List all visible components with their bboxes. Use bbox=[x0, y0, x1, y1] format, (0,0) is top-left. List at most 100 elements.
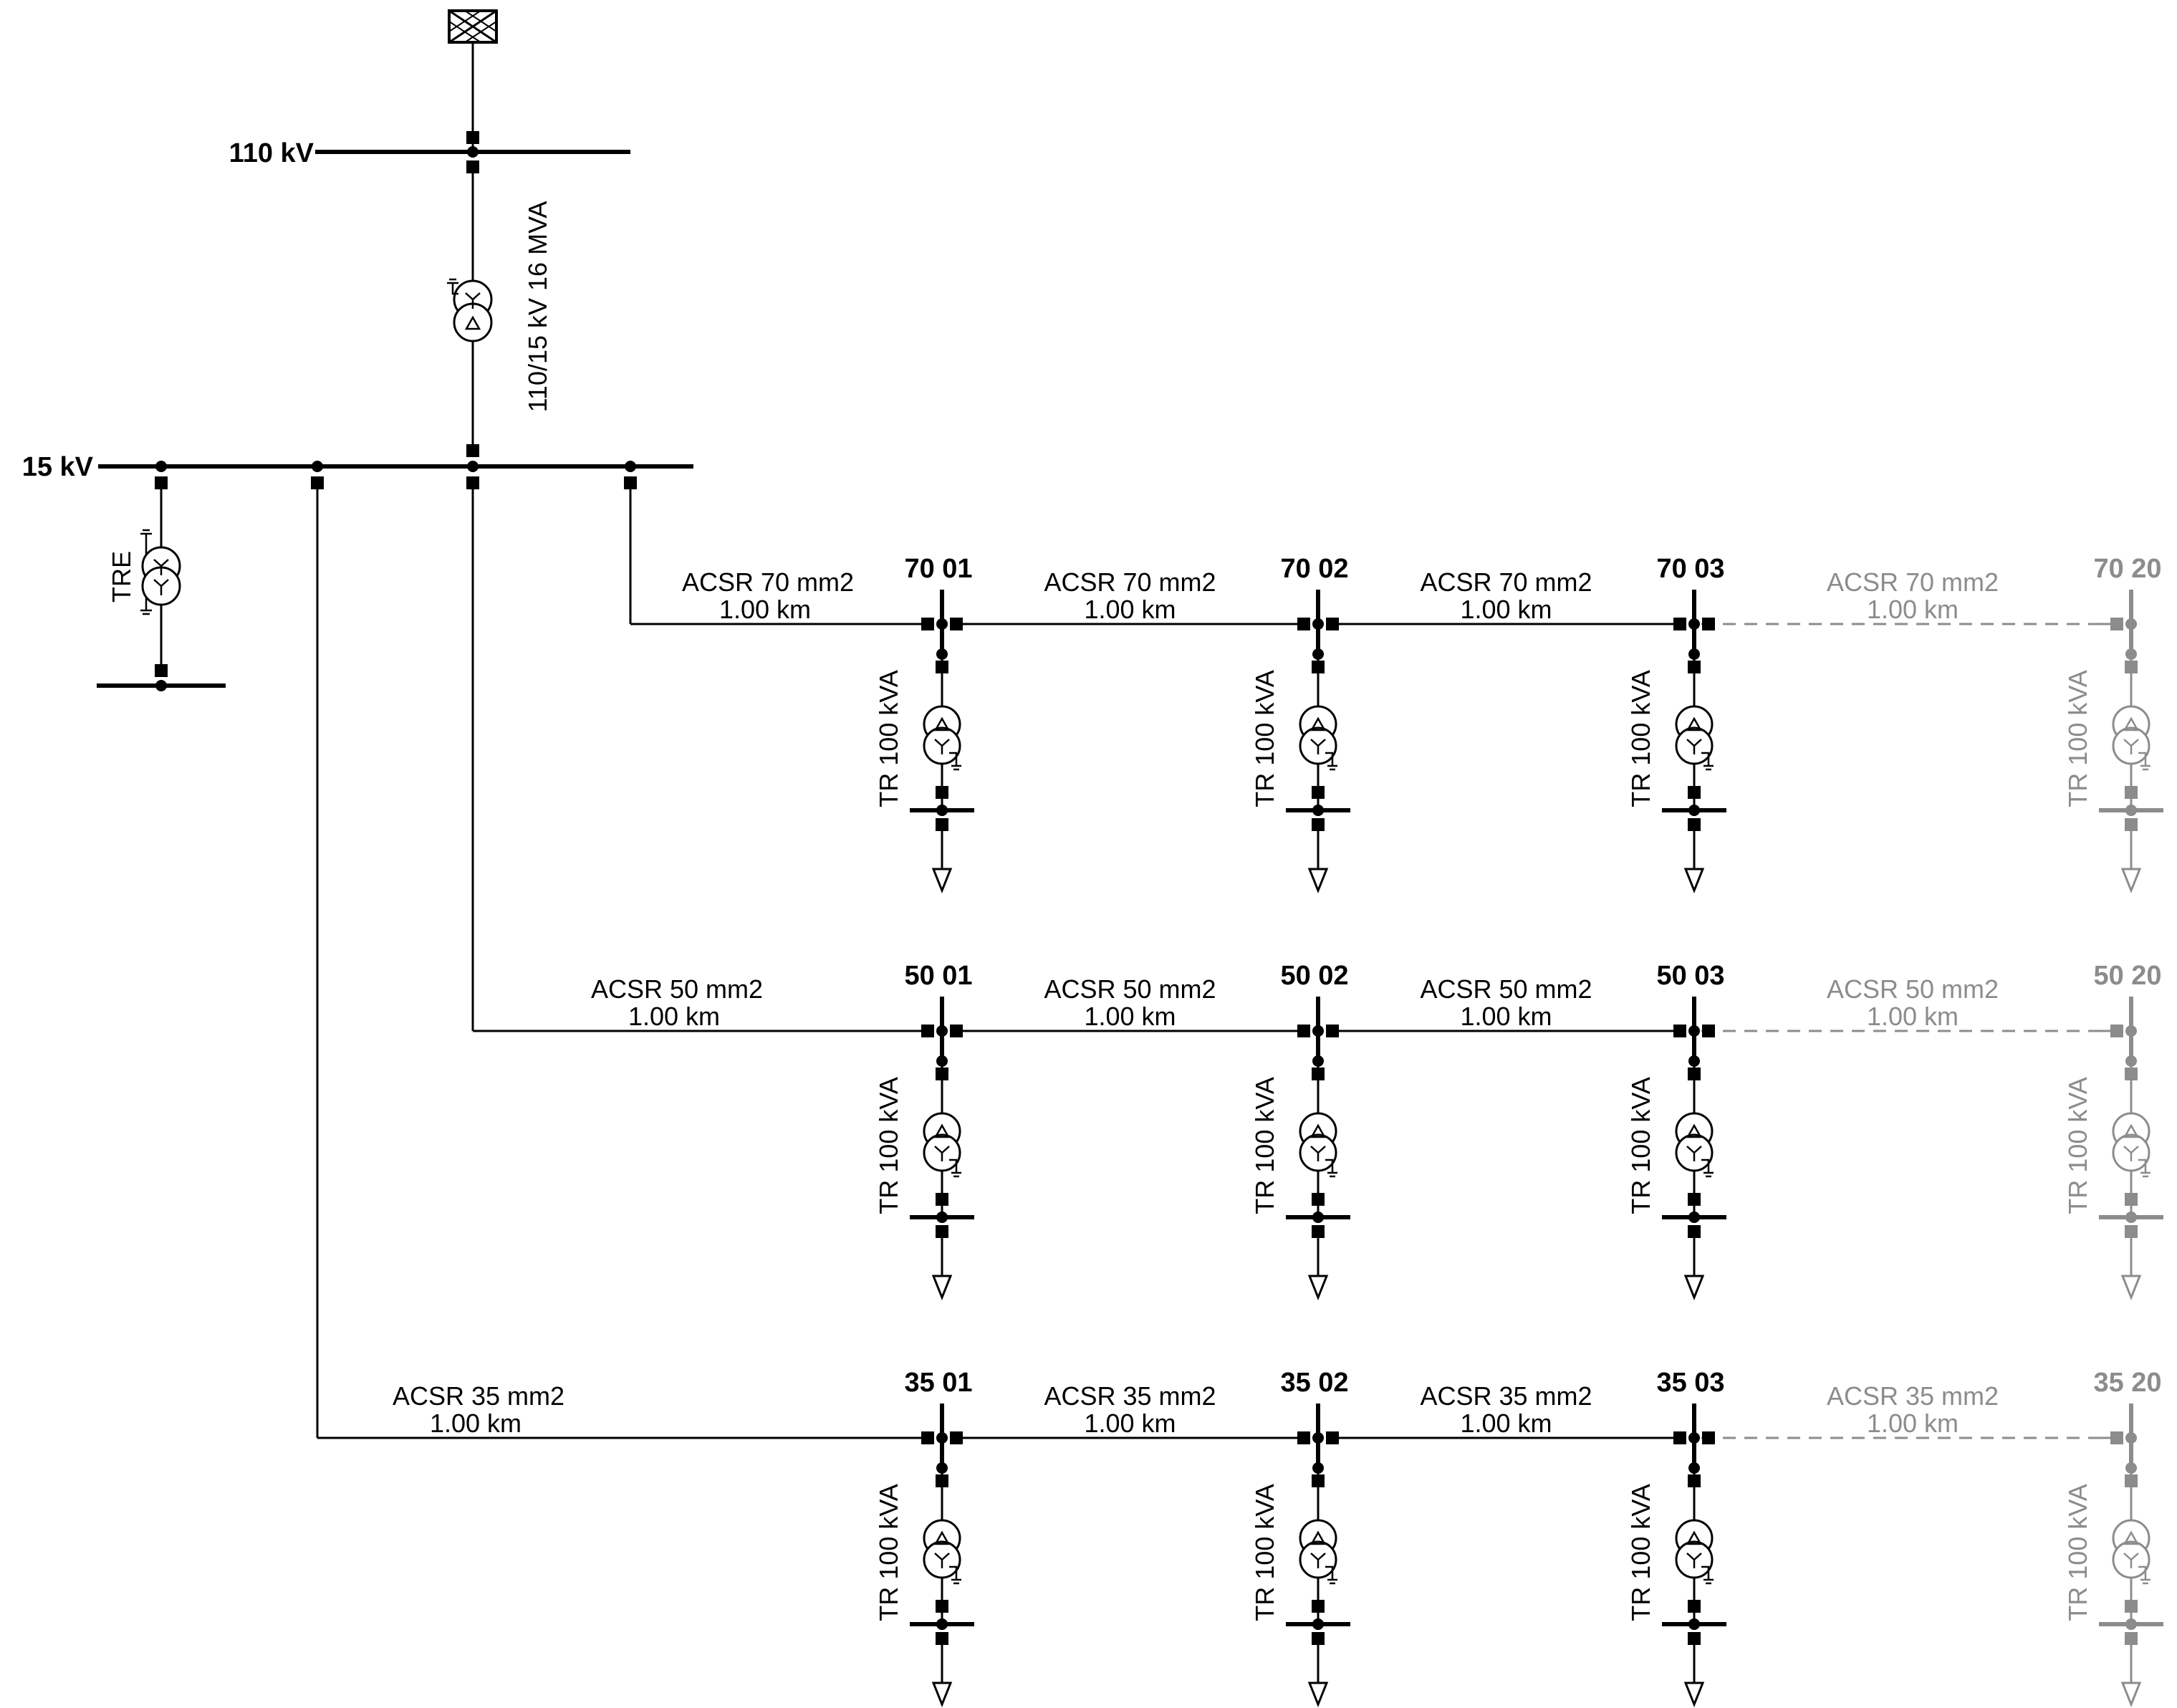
breaker-icon bbox=[2125, 1474, 2138, 1487]
load-icon bbox=[931, 868, 953, 894]
line-length-label: 1.00 km bbox=[1460, 595, 1552, 624]
transformer-label: TR 100 kVA bbox=[1250, 1077, 1279, 1214]
breaker-icon bbox=[2125, 786, 2138, 799]
junction-dot bbox=[2125, 1025, 2137, 1037]
node-label: 70 03 bbox=[1656, 554, 1724, 584]
node-label: 35 03 bbox=[1656, 1368, 1724, 1398]
transformer-icon bbox=[1675, 1519, 1714, 1585]
breaker-icon bbox=[1702, 1025, 1715, 1037]
transformer-label: TR 100 kVA bbox=[874, 1484, 903, 1621]
node-label: 70 02 bbox=[1280, 554, 1348, 584]
breaker-icon bbox=[950, 1025, 963, 1037]
load-icon bbox=[1683, 1275, 1705, 1301]
junction-dot bbox=[936, 1025, 948, 1037]
external-grid-icon bbox=[448, 9, 498, 44]
breaker-icon bbox=[936, 1193, 948, 1206]
substation-node[interactable]: 35 20 TR 100 kVA bbox=[2063, 1368, 2163, 1708]
main-transformer[interactable] bbox=[447, 173, 493, 450]
breaker-icon bbox=[1297, 618, 1310, 630]
external-grid[interactable] bbox=[448, 9, 498, 152]
busbar-15kv[interactable] bbox=[98, 444, 693, 472]
load-icon bbox=[1307, 1681, 1329, 1708]
breaker-icon bbox=[1673, 1025, 1686, 1037]
transformer-icon bbox=[1299, 1112, 1337, 1178]
breaker-icon bbox=[2125, 661, 2138, 673]
line-type-label: ACSR 50 mm2 bbox=[1827, 974, 1999, 1004]
junction-dot bbox=[1688, 1618, 1700, 1630]
transformer-label: TR 100 kVA bbox=[1626, 1077, 1655, 1214]
earthing-transformer[interactable] bbox=[97, 476, 226, 691]
substation-node[interactable]: 70 02 TR 100 kVA bbox=[1250, 554, 1350, 894]
junction-dot bbox=[1688, 1025, 1700, 1037]
node-label: 35 20 bbox=[2093, 1368, 2161, 1398]
line-type-label: ACSR 70 mm2 bbox=[682, 567, 854, 597]
transformer-icon bbox=[923, 1112, 961, 1178]
transformer-label: TR 100 kVA bbox=[1250, 1484, 1279, 1621]
breaker-icon bbox=[1297, 1431, 1310, 1444]
junction-dot bbox=[1312, 618, 1324, 630]
breaker-icon bbox=[1673, 618, 1686, 630]
junction-dot bbox=[2125, 1212, 2137, 1223]
breaker-icon bbox=[1312, 786, 1325, 799]
junction-dot bbox=[936, 805, 948, 816]
junction-dot bbox=[1688, 1212, 1700, 1223]
transformer-icon bbox=[923, 705, 961, 771]
transformer-label: TR 100 kVA bbox=[874, 1077, 903, 1214]
line-type-label: ACSR 70 mm2 bbox=[1420, 567, 1592, 597]
line-type-label: ACSR 70 mm2 bbox=[1044, 567, 1216, 597]
busbar-110kv[interactable] bbox=[315, 131, 630, 173]
junction-dot bbox=[2125, 618, 2137, 630]
line-length-label: 1.00 km bbox=[1460, 1002, 1552, 1031]
transformer-label: TR 100 kVA bbox=[1250, 670, 1279, 807]
transformer-icon bbox=[140, 529, 181, 615]
breaker-icon bbox=[1688, 786, 1701, 799]
line-length-label: 1.00 km bbox=[1084, 1002, 1176, 1031]
breaker-icon bbox=[1312, 1193, 1325, 1206]
line-type-label: ACSR 50 mm2 bbox=[1420, 974, 1592, 1004]
junction-dot bbox=[1312, 1025, 1324, 1037]
transformer-label: TR 100 kVA bbox=[2063, 1484, 2092, 1621]
breaker-icon bbox=[950, 1431, 963, 1444]
breaker-icon bbox=[950, 618, 963, 630]
main-transformer-label: 110/15 kV 16 MVA bbox=[523, 201, 552, 413]
line-length-label: 1.00 km bbox=[1867, 1409, 1959, 1438]
load-icon bbox=[931, 1275, 953, 1301]
breaker-icon bbox=[1326, 618, 1339, 630]
transformer-icon bbox=[1299, 705, 1337, 771]
breaker-icon bbox=[1312, 1068, 1325, 1080]
load-icon bbox=[931, 1681, 953, 1708]
transformer-label: TR 100 kVA bbox=[2063, 1077, 2092, 1214]
load-icon bbox=[1683, 1681, 1705, 1708]
junction-dot bbox=[1312, 1432, 1324, 1444]
breaker-icon bbox=[1312, 1600, 1325, 1613]
line-length-label: 1.00 km bbox=[430, 1409, 522, 1438]
line-length-label: 1.00 km bbox=[628, 1002, 720, 1031]
breaker-icon bbox=[936, 661, 948, 673]
junction-dot bbox=[1312, 1212, 1324, 1223]
breaker-icon bbox=[936, 1474, 948, 1487]
load-icon bbox=[2120, 868, 2142, 894]
